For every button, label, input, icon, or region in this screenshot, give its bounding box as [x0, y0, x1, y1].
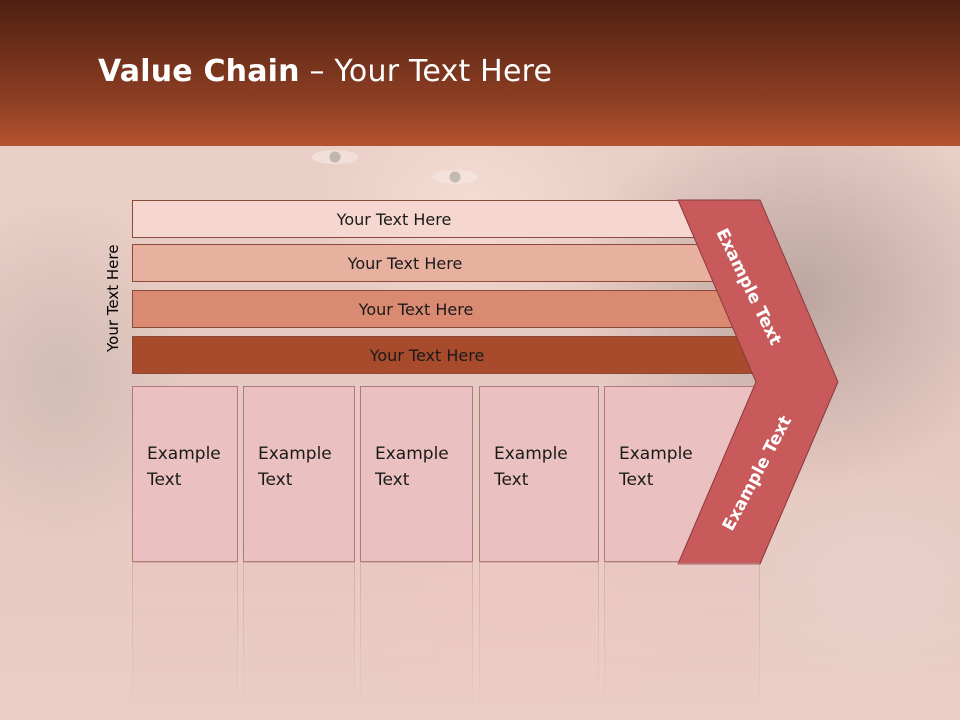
bar-1[interactable]: Your Text Here [132, 200, 696, 238]
activity-box-2[interactable]: Example Text [243, 386, 355, 562]
bar-4-label: Your Text Here [369, 345, 485, 365]
activity-box-4[interactable]: Example Text [479, 386, 599, 562]
title-rest: – Your Text Here [299, 54, 553, 89]
bar-2-label: Your Text Here [347, 253, 463, 273]
activity-box-2-text: Example Text [258, 444, 332, 490]
bar-3-label: Your Text Here [358, 299, 474, 319]
bar-4[interactable]: Your Text Here [132, 336, 762, 374]
bar-2[interactable]: Your Text Here [132, 244, 718, 282]
bar-3[interactable]: Your Text Here [132, 290, 740, 328]
activity-box-1-text: Example Text [147, 444, 221, 490]
activity-box-1[interactable]: Example Text [132, 386, 238, 562]
slide-title[interactable]: Value Chain – Your Text Here [98, 54, 552, 89]
activity-box-3-text: Example Text [375, 444, 449, 490]
activity-box-3[interactable]: Example Text [360, 386, 473, 562]
title-bold: Value Chain [98, 54, 300, 89]
bar-1-label: Your Text Here [336, 209, 452, 229]
activity-box-5-text: Example Text [619, 444, 693, 490]
margin-chevron[interactable] [677, 199, 839, 565]
activity-box-4-text: Example Text [494, 444, 568, 490]
header-band: Value Chain – Your Text Here [0, 0, 960, 146]
